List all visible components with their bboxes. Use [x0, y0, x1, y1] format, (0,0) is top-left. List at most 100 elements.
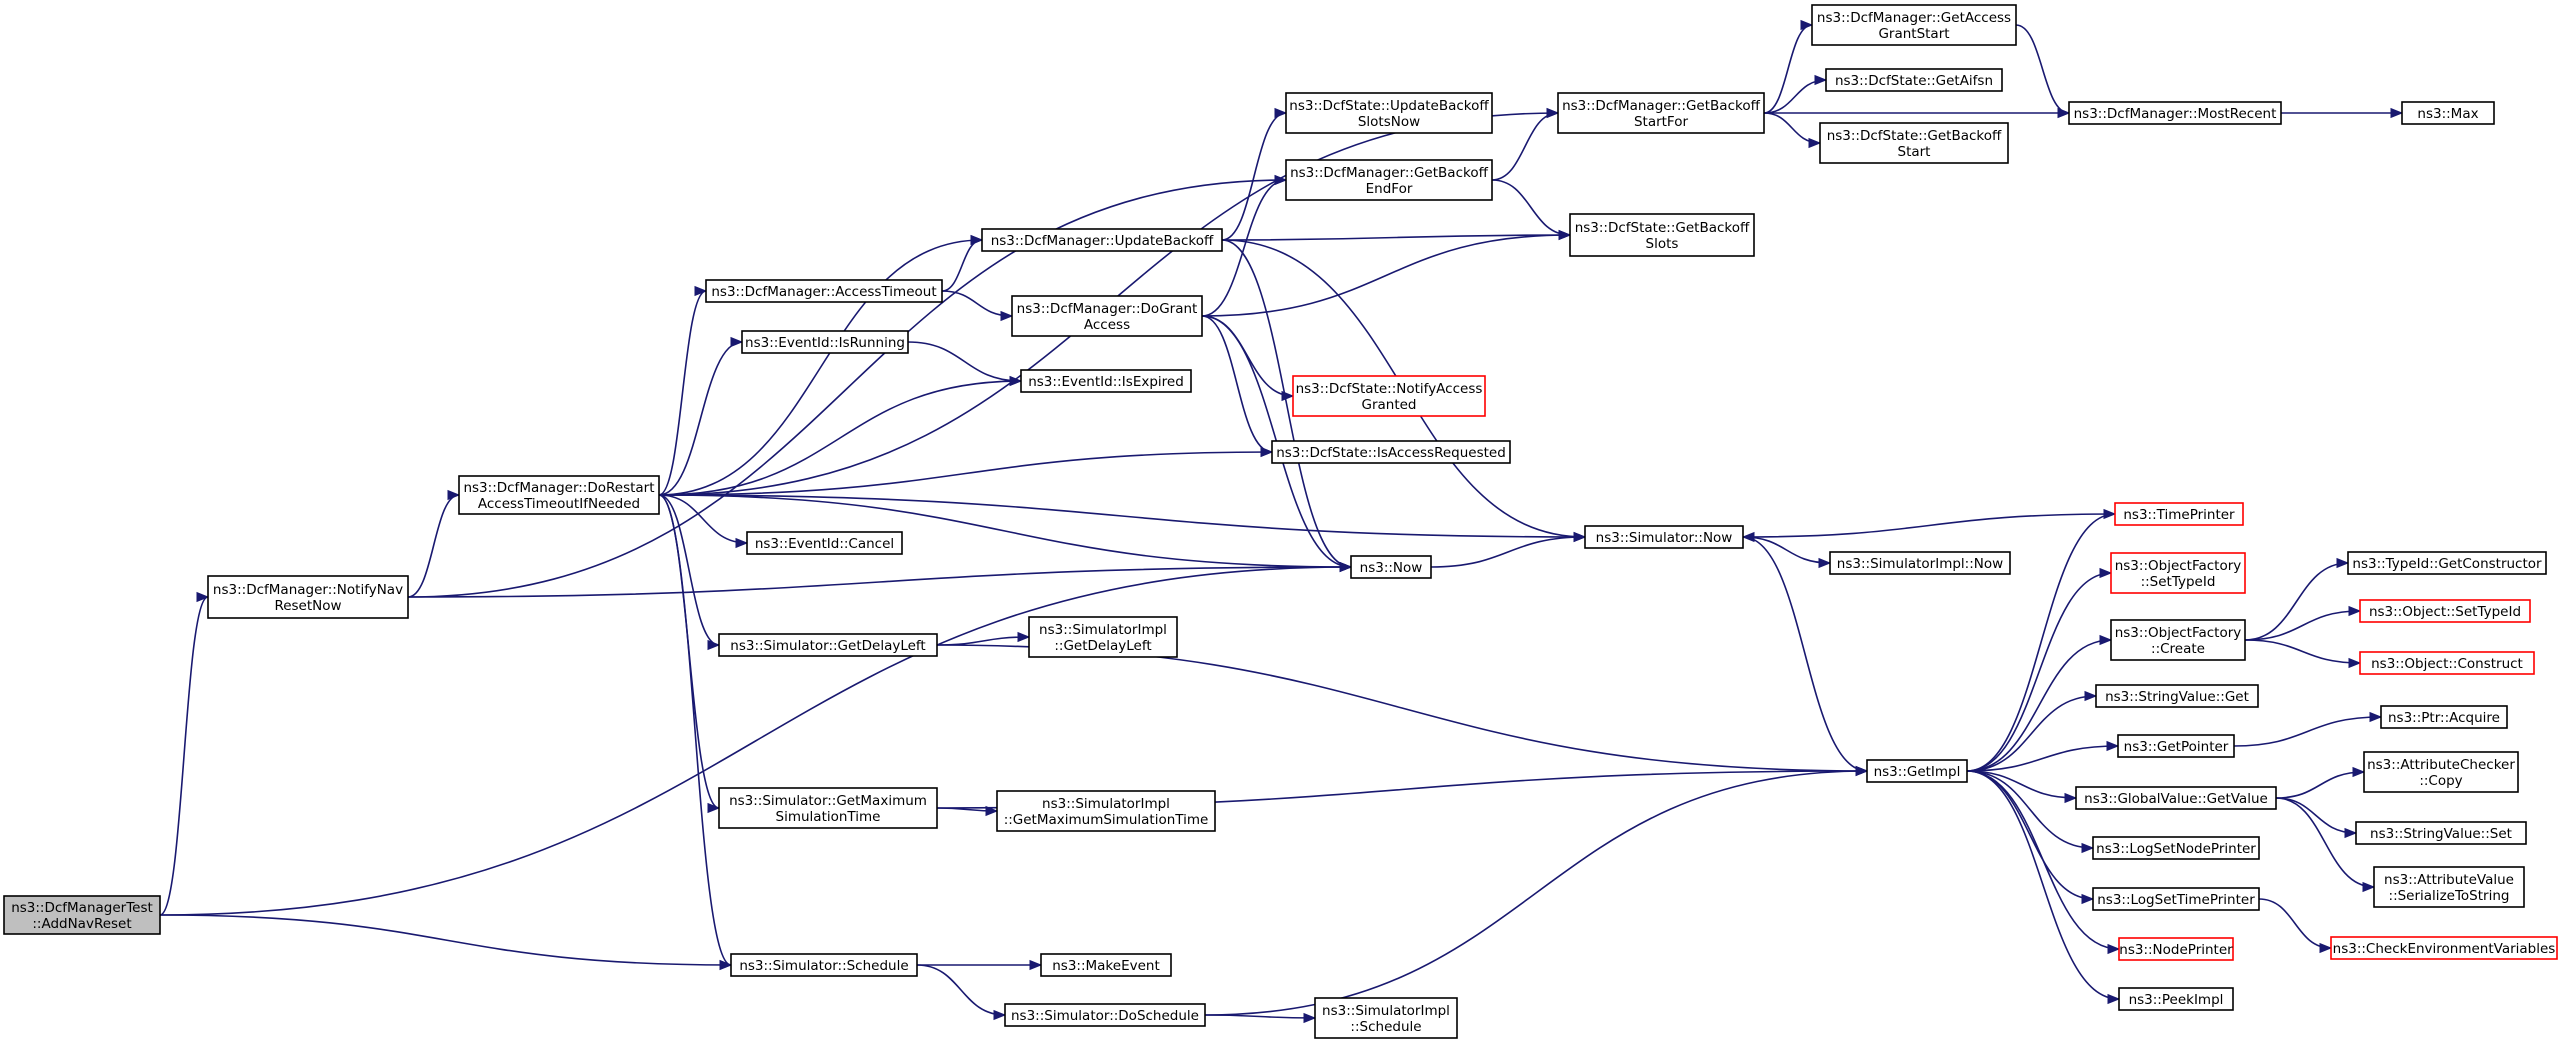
node-doSchedule[interactable]: ns3::Simulator::DoSchedule — [1004, 1003, 1206, 1027]
node-simNow[interactable]: ns3::Simulator::Now — [1584, 525, 1744, 549]
edge-doRestart-to-schedule — [658, 494, 733, 970]
node-logSetTimePrinter[interactable]: ns3::LogSetTimePrinter — [2092, 887, 2260, 911]
node-makeEvent[interactable]: ns3::MakeEvent — [1040, 953, 1172, 977]
node-label-line: ns3::GetPointer — [2124, 739, 2229, 755]
node-label-line: SlotsNow — [1358, 114, 1420, 130]
node-implGetDelayLeft[interactable]: ns3::SimulatorImpl::GetDelayLeft — [1028, 616, 1178, 658]
node-objConstruct[interactable]: ns3::Object::Construct — [2359, 651, 2535, 675]
node-box — [207, 575, 409, 619]
edge-ofCreate-to-objConstruct — [2244, 639, 2362, 669]
node-box — [1811, 4, 2017, 46]
edge-root-to-now — [159, 561, 1353, 916]
edge-doGrant-to-isAccessRequested — [1201, 315, 1274, 458]
node-label-line: ::GetMaximumSimulationTime — [1004, 812, 1209, 828]
node-updateBackoff[interactable]: ns3::DcfManager::UpdateBackoff — [981, 228, 1223, 252]
edge-doGrant-to-getBackoffSlots — [1201, 229, 1572, 317]
node-schedule[interactable]: ns3::Simulator::Schedule — [730, 953, 918, 977]
node-box — [2355, 821, 2527, 845]
node-getAifsn[interactable]: ns3::DcfState::GetAifsn — [1825, 68, 2003, 92]
node-label-line: ns3::SimulatorImpl — [1042, 796, 1170, 812]
node-label-line: ns3::DcfState::GetBackoff — [1827, 128, 2002, 144]
edge-globalGetValue-to-attrCheckerCopy — [2275, 766, 2366, 799]
node-nodePrinter[interactable]: ns3::NodePrinter — [2118, 937, 2234, 961]
node-label-line: ns3::LogSetTimePrinter — [2097, 892, 2255, 908]
node-box — [2401, 101, 2495, 125]
node-ofCreate[interactable]: ns3::ObjectFactory::Create — [2110, 619, 2246, 661]
node-box — [1557, 92, 1765, 134]
node-mostRecent[interactable]: ns3::DcfManager::MostRecent — [2068, 101, 2282, 125]
node-max[interactable]: ns3::Max — [2401, 101, 2495, 125]
node-stringValueGet[interactable]: ns3::StringValue::Get — [2095, 684, 2259, 708]
node-ofSetTypeId[interactable]: ns3::ObjectFactory::SetTypeId — [2110, 552, 2246, 594]
node-globalGetValue[interactable]: ns3::GlobalValue::GetValue — [2075, 786, 2277, 810]
node-label-line: ns3::ObjectFactory — [2115, 558, 2242, 574]
node-implNow[interactable]: ns3::SimulatorImpl::Now — [1829, 551, 2011, 575]
node-label-line: ns3::DcfManager::AccessTimeout — [711, 284, 936, 300]
node-now[interactable]: ns3::Now — [1350, 555, 1432, 579]
node-box — [1020, 369, 1192, 393]
node-label-line: Access — [1084, 317, 1130, 333]
node-label-line: ns3::StringValue::Get — [2105, 689, 2249, 705]
node-peekImpl[interactable]: ns3::PeekImpl — [2118, 987, 2234, 1011]
node-label-line: ns3::DcfManager::NotifyNav — [213, 582, 403, 598]
node-box — [1350, 555, 1432, 579]
node-label-line: ::AddNavReset — [32, 916, 131, 932]
edge-timePrinter-to-simNow — [1741, 513, 2116, 543]
node-accessTimeout[interactable]: ns3::DcfManager::AccessTimeout — [705, 279, 943, 303]
node-box — [996, 790, 1216, 832]
node-isAccessRequested[interactable]: ns3::DcfState::IsAccessRequested — [1271, 440, 1511, 464]
node-getDelayLeft[interactable]: ns3::Simulator::GetDelayLeft — [718, 633, 938, 657]
node-timePrinter[interactable]: ns3::TimePrinter — [2114, 502, 2244, 526]
node-box — [2075, 786, 2277, 810]
node-objSetTypeId[interactable]: ns3::Object::SetTypeId — [2359, 599, 2531, 623]
node-evIsExpired[interactable]: ns3::EventId::IsExpired — [1020, 369, 1192, 393]
node-label-line: ns3::SimulatorImpl — [1322, 1003, 1450, 1019]
node-label-line: ns3::TimePrinter — [2123, 507, 2235, 523]
node-label-line: ns3::DcfManager::UpdateBackoff — [991, 233, 1214, 249]
node-evIsRunning[interactable]: ns3::EventId::IsRunning — [741, 330, 909, 354]
node-checkEnvVars[interactable]: ns3::CheckEnvironmentVariables — [2330, 936, 2558, 960]
node-evCancel[interactable]: ns3::EventId::Cancel — [746, 531, 903, 555]
node-typeIdGetCtor[interactable]: ns3::TypeId::GetConstructor — [2347, 551, 2547, 575]
node-box — [2114, 502, 2244, 526]
node-stringValueSet[interactable]: ns3::StringValue::Set — [2355, 821, 2527, 845]
node-label-line: ns3::Object::SetTypeId — [2369, 604, 2521, 620]
node-box — [2363, 751, 2519, 793]
node-label-line: Granted — [1361, 397, 1416, 413]
node-attrValueSerialize[interactable]: ns3::AttributeValue::SerializeToString — [2373, 866, 2525, 908]
node-attrCheckerCopy[interactable]: ns3::AttributeChecker::Copy — [2363, 751, 2519, 793]
node-doRestart[interactable]: ns3::DcfManager::DoRestartAccessTimeoutI… — [458, 475, 660, 515]
edge-getImpl-to-timePrinter — [1966, 508, 2117, 772]
node-implGetMaxSim[interactable]: ns3::SimulatorImpl::GetMaximumSimulation… — [996, 790, 1216, 832]
node-label-line: ns3::SimulatorImpl::Now — [1837, 556, 2003, 572]
node-getPointer[interactable]: ns3::GetPointer — [2117, 734, 2235, 758]
node-label-line: ns3::DcfManager::DoGrant — [1017, 301, 1198, 317]
node-root[interactable]: ns3::DcfManagerTest::AddNavReset — [3, 895, 161, 935]
node-box — [1285, 159, 1493, 201]
node-getMaxSim[interactable]: ns3::Simulator::GetMaximumSimulationTime — [718, 787, 938, 829]
edge-getDelayLeft-to-implGetDelayLeft — [936, 631, 1031, 646]
node-label-line: SimulationTime — [776, 809, 881, 825]
node-label-line: ns3::LogSetNodePrinter — [2096, 841, 2256, 857]
node-box — [2092, 836, 2260, 860]
node-box — [718, 787, 938, 829]
node-label-line: ::SerializeToString — [2389, 888, 2510, 904]
node-getImpl[interactable]: ns3::GetImpl — [1866, 759, 1968, 783]
node-implSchedule[interactable]: ns3::SimulatorImpl::Schedule — [1314, 997, 1458, 1039]
node-label-line: ns3::DcfManager::GetBackoff — [1290, 165, 1488, 181]
node-box — [1004, 1003, 1206, 1027]
edge-simNow-to-getImpl — [1742, 536, 1869, 777]
node-box — [718, 633, 938, 657]
node-logSetNodePrinter[interactable]: ns3::LogSetNodePrinter — [2092, 836, 2260, 860]
node-ptrAcquire[interactable]: ns3::Ptr::Acquire — [2380, 705, 2508, 729]
node-label-line: GrantStart — [1878, 26, 1949, 42]
